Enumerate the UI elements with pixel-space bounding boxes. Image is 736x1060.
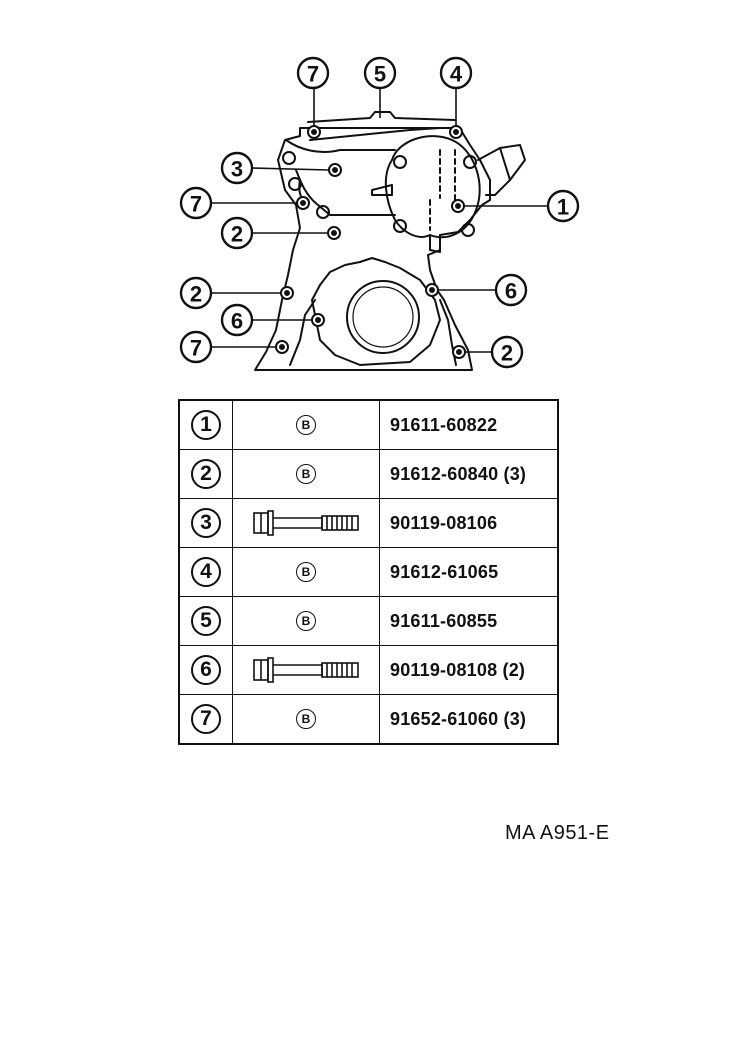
item-number: 6 <box>191 655 221 685</box>
callout-4-top: 4 <box>450 62 463 87</box>
callout-3: 3 <box>231 157 243 182</box>
diagram-code: MA A951-E <box>505 822 610 844</box>
bolt-mark-b-icon: B <box>296 562 316 582</box>
table-row: 6 90119-08108 (2) <box>178 645 559 695</box>
cover-outline <box>254 127 491 371</box>
callout-7-left: 7 <box>190 192 202 217</box>
callout-2-left: 2 <box>190 282 202 307</box>
table-row: 3 90119-08106 <box>178 498 559 548</box>
flange-bolt-icon <box>253 510 359 536</box>
item-number: 2 <box>191 459 221 489</box>
callout-1: 1 <box>557 195 569 220</box>
crank-seal <box>346 280 420 354</box>
bolt-mark-b-icon: B <box>296 611 316 631</box>
part-number: 91612-61065 <box>379 547 559 597</box>
item-number: 5 <box>191 606 221 636</box>
item-number: 3 <box>191 508 221 538</box>
part-number: 90119-08106 <box>379 498 559 548</box>
callout-2-right: 2 <box>501 341 513 366</box>
oil-pump-housing <box>311 257 441 366</box>
callout-2-upper: 2 <box>231 222 243 247</box>
part-number: 91611-60822 <box>379 399 559 450</box>
water-pump <box>391 135 481 253</box>
item-number: 1 <box>191 410 221 440</box>
bolt-mark-b-icon: B <box>296 709 316 729</box>
timing-cover-diagram: 7 5 4 3 7 1 2 2 6 6 7 2 <box>179 56 580 371</box>
callout-6-left: 6 <box>231 309 243 334</box>
bolt-mark-b-icon: B <box>296 415 316 435</box>
bolt-mark-b-icon: B <box>296 464 316 484</box>
item-number: 7 <box>191 704 221 734</box>
part-number: 91652-61060 (3) <box>379 694 559 745</box>
part-number: 90119-08108 (2) <box>379 645 559 695</box>
callout-5-top: 5 <box>374 62 386 87</box>
table-row: 2 B 91612-60840 (3) <box>178 449 559 499</box>
part-number: 91612-60840 (3) <box>379 449 559 499</box>
flange-bolt-icon <box>253 657 359 683</box>
callout-6-right: 6 <box>505 279 517 304</box>
item-number: 4 <box>191 557 221 587</box>
table-row: 5 B 91611-60855 <box>178 596 559 646</box>
table-row: 4 B 91612-61065 <box>178 547 559 597</box>
table-row: 1 B 91611-60822 <box>178 399 559 450</box>
table-row: 7 B 91652-61060 (3) <box>178 694 559 745</box>
part-number: 91611-60855 <box>379 596 559 646</box>
callout-7-top: 7 <box>307 62 319 87</box>
callout-7-bottom: 7 <box>190 336 202 361</box>
